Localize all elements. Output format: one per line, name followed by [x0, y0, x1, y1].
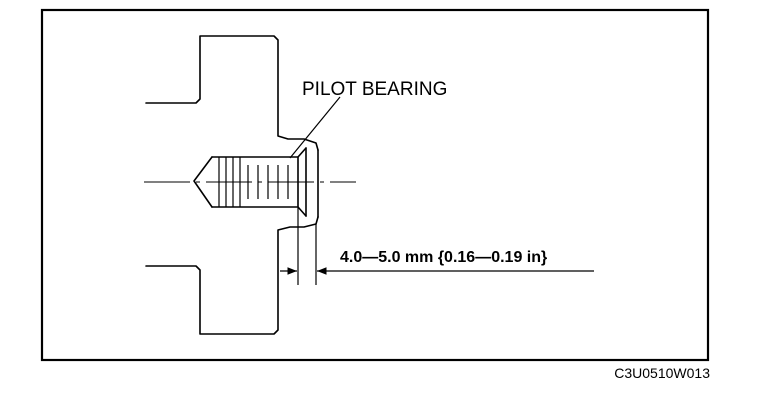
diagram-frame: [40, 8, 710, 362]
leader-line: [289, 96, 341, 159]
part-name-label: PILOT BEARING: [302, 79, 447, 100]
figure-code: C3U0510W013: [614, 365, 710, 381]
dimension-label: 4.0—5.0 mm {0.16—0.19 in}: [340, 249, 547, 266]
dimension-extension-lines: [297, 207, 317, 285]
crankshaft-outline: [145, 35, 319, 335]
